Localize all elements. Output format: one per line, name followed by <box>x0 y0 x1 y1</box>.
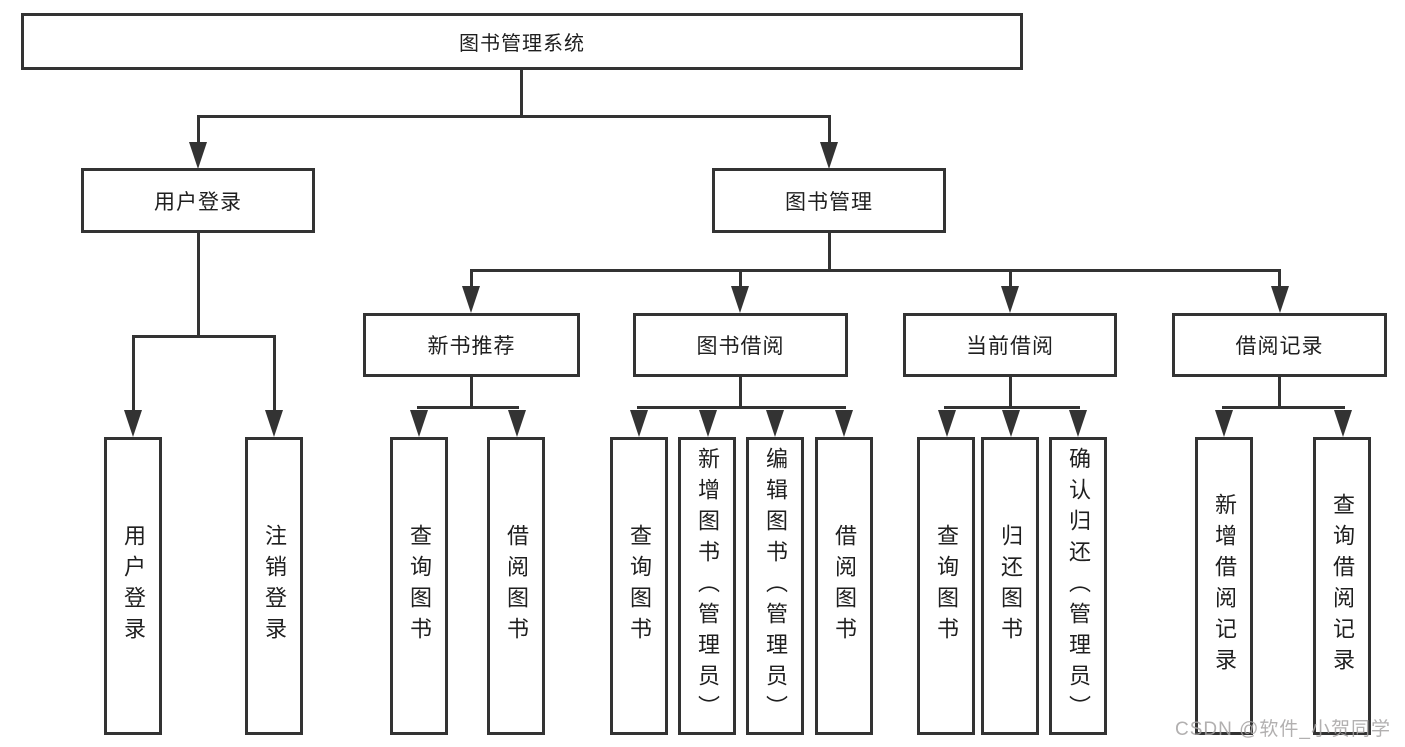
node-label: 当前借阅 <box>966 335 1054 358</box>
leaf-label: 借阅图书 <box>504 524 529 648</box>
arrow-down-icon <box>766 410 784 437</box>
connector-line <box>1009 269 1012 289</box>
leaf-borrow-books-recommend: 借阅图书 <box>487 437 545 735</box>
leaf-label: 查询图书 <box>407 524 432 648</box>
node-new-book-recommendation: 新书推荐 <box>363 313 580 377</box>
node-label: 图书借阅 <box>696 335 785 358</box>
arrow-down-icon <box>835 410 853 437</box>
leaf-query-borrow-record: 查询借阅记录 <box>1313 437 1371 735</box>
arrow-down-icon <box>1001 286 1019 313</box>
connector-line <box>1222 406 1345 409</box>
leaf-label: 归还图书 <box>998 524 1023 648</box>
node-label: 借阅记录 <box>1235 335 1324 358</box>
connector-line <box>1278 377 1281 409</box>
node-label: 用户登录 <box>154 190 242 214</box>
arrow-down-icon <box>462 286 480 313</box>
connector-line <box>273 335 276 413</box>
leaf-label: 新增借阅记录 <box>1212 493 1237 679</box>
arrow-down-icon <box>1002 410 1020 437</box>
leaf-label: 编辑图书（管理员） <box>763 446 788 726</box>
leaf-query-books-current: 查询图书 <box>917 437 975 735</box>
node-book-borrowing: 图书借阅 <box>633 313 848 377</box>
leaf-user-login: 用户登录 <box>104 437 162 735</box>
arrow-down-icon <box>938 410 956 437</box>
leaf-borrow-books: 借阅图书 <box>815 437 873 735</box>
leaf-label: 用户登录 <box>121 524 146 648</box>
connector-line <box>944 406 1080 409</box>
arrow-down-icon <box>1069 410 1087 437</box>
connector-line <box>470 269 1281 272</box>
leaf-edit-book-admin: 编辑图书（管理员） <box>746 437 804 735</box>
node-label: 新书推荐 <box>427 335 516 358</box>
arrow-down-icon <box>630 410 648 437</box>
leaf-add-borrow-record: 新增借阅记录 <box>1195 437 1253 735</box>
arrow-down-icon <box>1271 286 1289 313</box>
node-label: 图书管理 <box>785 190 873 214</box>
leaf-add-book-admin: 新增图书（管理员） <box>678 437 736 735</box>
connector-line <box>197 115 200 143</box>
connector-line <box>132 335 275 338</box>
arrow-down-icon <box>1334 410 1352 437</box>
leaf-label: 注销登录 <box>262 524 287 648</box>
leaf-label: 借阅图书 <box>832 524 857 648</box>
leaf-query-books-recommend: 查询图书 <box>390 437 448 735</box>
arrow-down-icon <box>731 286 749 313</box>
connector-line <box>470 377 473 409</box>
connector-line <box>828 115 831 143</box>
leaf-query-books-borrowing: 查询图书 <box>610 437 668 735</box>
arrow-down-icon <box>410 410 428 437</box>
leaf-label: 查询图书 <box>627 524 652 648</box>
arrow-down-icon <box>265 410 283 437</box>
node-borrowing-records: 借阅记录 <box>1172 313 1387 377</box>
connector-line <box>417 406 519 409</box>
arrow-down-icon <box>820 142 838 169</box>
arrow-down-icon <box>189 142 207 169</box>
node-current-borrowing: 当前借阅 <box>903 313 1117 377</box>
leaf-logout: 注销登录 <box>245 437 303 735</box>
connector-line <box>197 115 831 118</box>
arrow-down-icon <box>124 410 142 437</box>
connector-line <box>739 269 742 289</box>
node-label: 图书管理系统 <box>459 33 585 55</box>
arrow-down-icon <box>1215 410 1233 437</box>
arrow-down-icon <box>699 410 717 437</box>
connector-line <box>637 406 846 409</box>
connector-line <box>1009 377 1012 409</box>
connector-line <box>197 233 200 338</box>
leaf-label: 确认归还（管理员） <box>1066 446 1091 726</box>
connector-line <box>470 269 473 289</box>
node-book-management: 图书管理 <box>712 168 946 233</box>
connector-line <box>828 233 831 272</box>
leaf-confirm-return-admin: 确认归还（管理员） <box>1049 437 1107 735</box>
connector-line <box>132 335 135 413</box>
leaf-label: 查询图书 <box>934 524 959 648</box>
node-system-root: 图书管理系统 <box>21 13 1023 70</box>
arrow-down-icon <box>508 410 526 437</box>
connector-line <box>739 377 742 409</box>
watermark-text: CSDN @软件_小贺同学 <box>1175 719 1391 740</box>
leaf-label: 新增图书（管理员） <box>695 446 720 726</box>
leaf-return-books: 归还图书 <box>981 437 1039 735</box>
connector-line <box>1278 269 1281 289</box>
connector-line <box>520 70 523 116</box>
node-user-login: 用户登录 <box>81 168 315 233</box>
leaf-label: 查询借阅记录 <box>1330 493 1355 679</box>
